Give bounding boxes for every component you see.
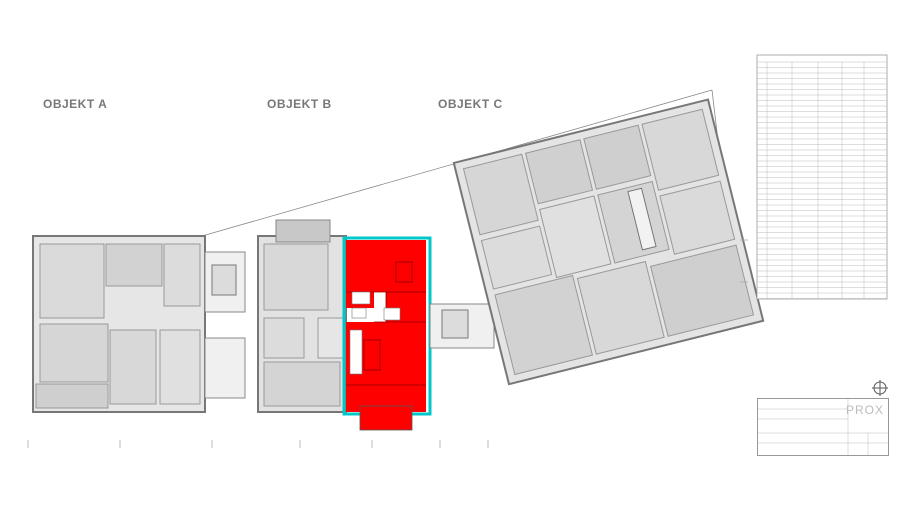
objekt-c-plan	[452, 98, 765, 386]
prox-brand: PROX	[845, 403, 884, 417]
highlighted-apartment	[342, 236, 432, 431]
north-arrow-icon	[872, 380, 888, 396]
objekt-a-plan	[32, 235, 246, 413]
grid-axis-marks	[27, 239, 748, 448]
objekt-a-label: OBJEKT A	[43, 97, 108, 111]
stair-core	[429, 303, 495, 349]
title-block: PROX	[757, 398, 889, 456]
title-block-lines	[758, 399, 888, 455]
objekt-b-label: OBJEKT B	[267, 97, 332, 111]
room-schedule-table	[756, 54, 888, 300]
objekt-b-plan	[257, 219, 347, 413]
objekt-c-label: OBJEKT C	[438, 97, 503, 111]
